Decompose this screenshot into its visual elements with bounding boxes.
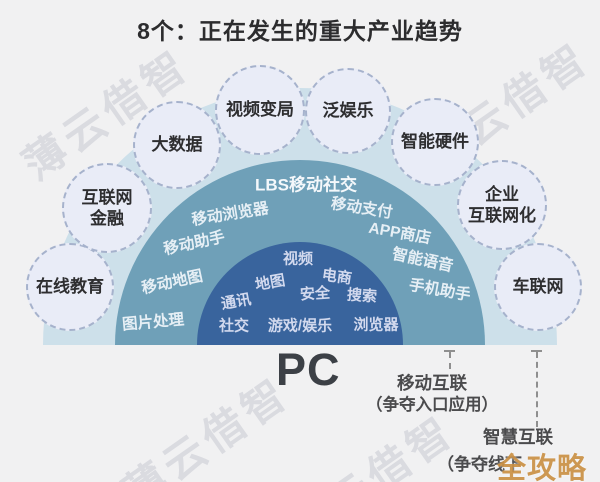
ring-label-lbs-mobile-social: LBS移动社交 — [255, 175, 357, 195]
annotation-subtitle: （争夺线下 — [437, 455, 522, 474]
page-title: 8个：正在发生的重大产业趋势 — [137, 18, 463, 44]
smart-internet-annotation: 智慧互联 — [428, 427, 600, 448]
trend-bubble-enterprise-internet: 企业 互联网化 — [457, 160, 547, 250]
annotation-title: 智慧互联 — [483, 427, 553, 447]
site-logo-watermark: 全攻略 — [497, 453, 588, 482]
annotation-title: 移动互联 — [397, 373, 467, 393]
trend-bubble-connected-cars: 车联网 — [494, 243, 582, 331]
core-label-games: 游戏/娱乐 — [267, 317, 333, 335]
tick-mark — [531, 350, 542, 352]
trend-bubble-internet-finance: 互联网 金融 — [62, 163, 152, 253]
trend-bubble-smart-hardware: 智能硬件 — [391, 98, 479, 186]
trend-bubble-online-education: 在线教育 — [26, 243, 114, 331]
pc-era-label: PC — [276, 344, 341, 395]
core-label-browser: 浏览器 — [353, 316, 399, 334]
annotation-subtitle: （争夺入口应用） — [366, 396, 498, 414]
core-label-search: 搜索 — [346, 286, 378, 306]
trend-bubble-pan-entertainment: 泛娱乐 — [305, 68, 391, 154]
brand-watermark: 薄云借智 — [114, 368, 299, 482]
trend-bubble-big-data: 大数据 — [133, 101, 221, 189]
dashed-leader-line — [449, 352, 451, 369]
mobile-internet-annotation: 移动互联 （争夺入口应用） — [337, 373, 527, 416]
core-label-video: 视频 — [282, 250, 314, 268]
dashed-leader-line — [536, 352, 538, 427]
core-label-social: 社交 — [218, 317, 250, 335]
tick-mark — [444, 350, 455, 352]
trend-bubble-video-shakeup: 视频变局 — [215, 65, 305, 155]
core-label-security: 安全 — [299, 284, 331, 304]
